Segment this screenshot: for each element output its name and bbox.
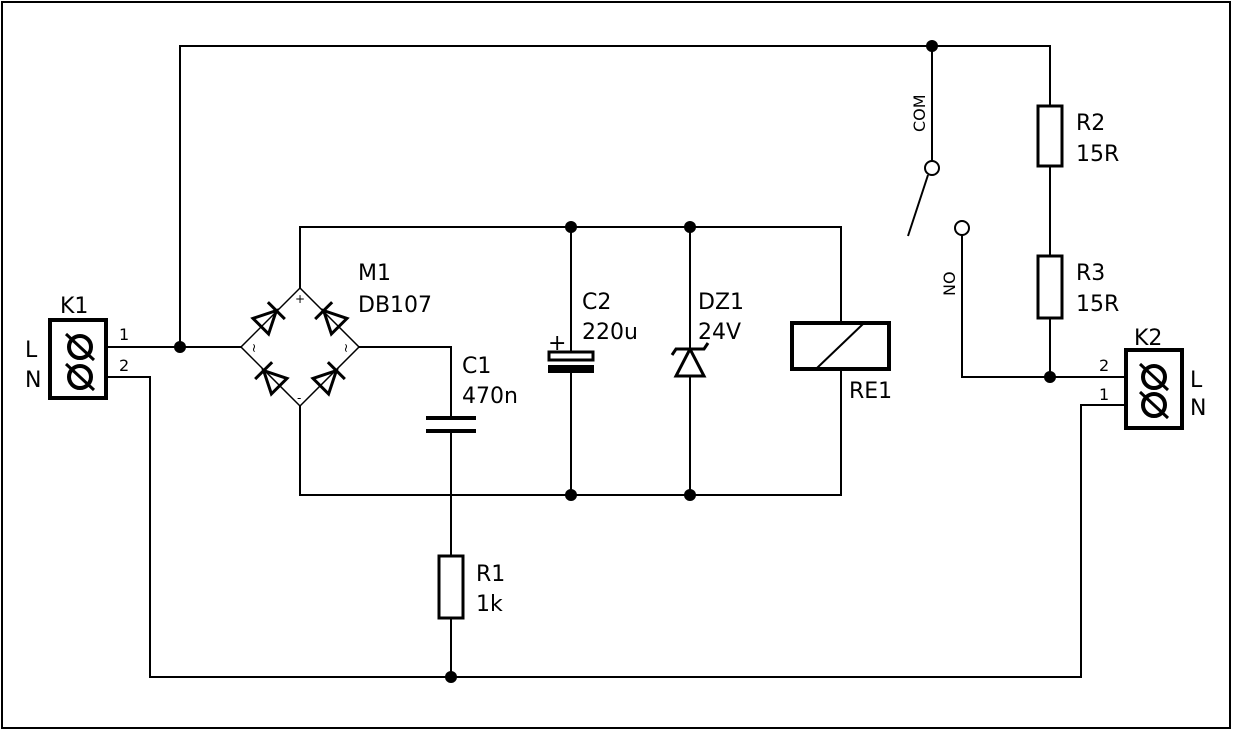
m1-value: DB107: [358, 293, 432, 318]
connector-k2: K2 2 1 L N: [1099, 326, 1206, 430]
r2-value: 15R: [1076, 142, 1119, 167]
junctions: [174, 40, 1056, 683]
k2-pin1: 1: [1099, 385, 1109, 404]
m1-ac-right: ~: [339, 343, 353, 353]
re1-ref: RE1: [849, 379, 892, 404]
r1-ref: R1: [476, 562, 505, 587]
dz1-value: 24V: [698, 320, 741, 345]
relay-contact: COM NO: [907, 94, 970, 296]
capacitor-c1: C1 470n: [426, 354, 518, 433]
k2-label-n: N: [1190, 396, 1206, 421]
c2-ref: C2: [582, 290, 611, 315]
resistor-r2: R2 15R: [1036, 104, 1119, 168]
connector-k1: K1 1 2 L N: [25, 294, 129, 400]
resistor-r3: R3 15R: [1036, 254, 1119, 320]
dz1-ref: DZ1: [698, 290, 744, 315]
k2-ref: K2: [1134, 326, 1162, 351]
bridge-rectifier-m1: + - ~ ~ M1 DB107: [239, 261, 432, 408]
k1-pin2: 2: [119, 356, 129, 375]
m1-ref: M1: [358, 261, 391, 286]
capacitor-c2: + C2 220u: [547, 290, 638, 373]
k2-label-l: L: [1190, 368, 1203, 393]
k1-label-l: L: [25, 338, 38, 363]
r2-ref: R2: [1076, 111, 1105, 136]
c2-value: 220u: [582, 320, 638, 345]
k2-pin2: 2: [1099, 356, 1109, 375]
contact-no-label: NO: [940, 271, 959, 296]
c1-ref: C1: [462, 354, 491, 379]
c1-value: 470n: [462, 384, 518, 409]
m1-minus: -: [297, 391, 301, 405]
r3-ref: R3: [1076, 261, 1105, 286]
wires: [95, 45, 1141, 678]
r1-value: 1k: [476, 592, 503, 617]
r3-value: 15R: [1076, 292, 1119, 317]
m1-plus: +: [295, 292, 305, 306]
k1-ref: K1: [60, 294, 88, 319]
m1-ac-left: ~: [247, 343, 261, 353]
k1-pin1: 1: [119, 325, 129, 344]
contact-com-label: COM: [910, 94, 929, 132]
k1-label-n: N: [25, 368, 41, 393]
resistor-r1: R1 1k: [437, 554, 505, 620]
c2-plus: +: [548, 331, 566, 356]
zener-dz1: DZ1 24V: [670, 290, 744, 378]
relay-coil-re1: RE1: [790, 321, 892, 404]
